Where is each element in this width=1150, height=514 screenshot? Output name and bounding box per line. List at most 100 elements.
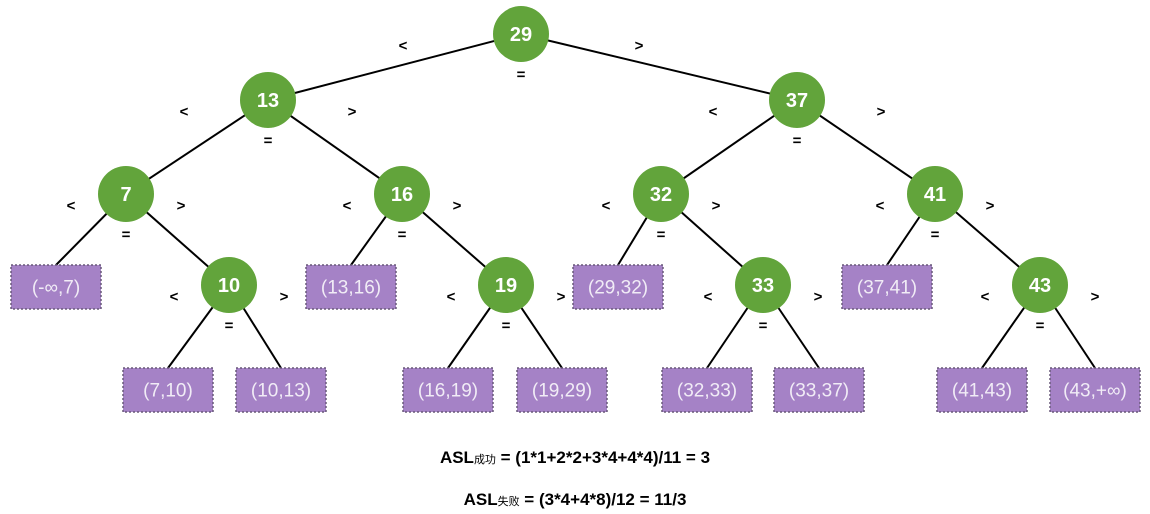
interval-leaf: (10,13) [235,367,327,413]
interval-leaf-box [572,264,664,310]
interval-leaf: (-∞,7) [10,264,102,310]
interval-leaf: (29,32) [572,264,664,310]
tree-node-circle [735,257,791,313]
less-than-symbol: < [399,38,408,55]
tree-node: 19 [478,257,534,313]
equal-symbol: = [502,318,511,335]
tree-node: 41 [907,166,963,222]
tree-node-label: 7 [120,184,131,206]
less-than-symbol: < [343,198,352,215]
interval-leaf: (32,33) [661,367,753,413]
asl-success-formula: ASL成功 = (1*1+2*2+3*4+4*4)/11 = 3 [0,448,1150,468]
interval-leaf-box [936,367,1028,413]
interval-leaf-label: (13,16) [321,278,381,299]
tree-node-label: 37 [786,90,808,112]
interval-leaf-label: (37,41) [857,278,917,299]
greater-than-symbol: > [177,198,186,215]
greater-than-symbol: > [712,198,721,215]
less-than-symbol: < [709,104,718,121]
tree-node-circle [1012,257,1068,313]
tree-node: 13 [240,72,296,128]
asl-fail-formula: ASL失败 = (3*4+4*8)/12 = 11/3 [0,490,1150,510]
tree-edge-n13-n7 [125,99,269,195]
tree-node: 16 [374,166,430,222]
interval-leaf-label: (29,32) [588,278,648,299]
less-than-symbol: < [180,104,189,121]
tree-edge-n29-n37 [520,33,798,101]
tree-node-label: 32 [650,184,672,206]
interval-leaf-label: (41,43) [952,381,1012,402]
equal-symbol: = [122,227,131,244]
greater-than-symbol: > [280,289,289,306]
less-than-symbol: < [602,198,611,215]
interval-leaf-box [10,264,102,310]
interval-leaf-label: (7,10) [143,381,193,402]
interval-leaf-box [122,367,214,413]
equal-symbol: = [398,227,407,244]
tree-node: 32 [633,166,689,222]
interval-leaf-box [402,367,494,413]
interval-leaf-box [1049,367,1141,413]
tree-node-label: 43 [1029,275,1051,297]
asl-success-subscript: 成功 [473,453,496,466]
asl-fail-expression: = (3*4+4*8)/12 = 11/3 [519,490,687,509]
less-than-symbol: < [876,198,885,215]
interval-leaf-box [235,367,327,413]
interval-leaf-box [305,264,397,310]
interval-leaf-box [841,264,933,310]
greater-than-symbol: > [814,289,823,306]
equal-symbol: = [931,227,940,244]
greater-than-symbol: > [1091,289,1100,306]
equal-symbol: = [657,227,666,244]
asl-success-expression: = (1*1+2*2+3*4+4*4)/11 = 3 [495,448,711,467]
interval-leaf-label: (43,+∞) [1063,381,1127,402]
tree-node-circle [98,166,154,222]
interval-leaf-label: (10,13) [251,381,311,402]
tree-node-circle [633,166,689,222]
tree-node: 37 [769,72,825,128]
tree-node-circle [374,166,430,222]
equal-symbol: = [264,133,273,150]
tree-node-label: 19 [495,275,517,297]
less-than-symbol: < [704,289,713,306]
tree-node-label: 16 [391,184,413,206]
tree-node-label: 29 [510,24,532,46]
tree-edge-n29-n13 [267,33,522,101]
interval-leaf: (7,10) [122,367,214,413]
asl-fail-prefix: ASL [463,490,498,509]
interval-leaf-label: (32,33) [677,381,737,402]
interval-leaf: (43,+∞) [1049,367,1141,413]
tree-node: 7 [98,166,154,222]
tree-node-circle [493,6,549,62]
interval-leaf: (16,19) [402,367,494,413]
tree-node-label: 13 [257,90,279,112]
tree-node: 33 [735,257,791,313]
interval-leaf: (13,16) [305,264,397,310]
asl-fail-subscript: 失败 [497,495,520,508]
tree-node: 10 [201,257,257,313]
interval-leaf: (37,41) [841,264,933,310]
greater-than-symbol: > [557,289,566,306]
interval-leaf-box [773,367,865,413]
equal-symbol: = [793,133,802,150]
greater-than-symbol: > [877,104,886,121]
interval-leaf: (33,37) [773,367,865,413]
less-than-symbol: < [170,289,179,306]
greater-than-symbol: > [635,38,644,55]
greater-than-symbol: > [453,198,462,215]
equal-symbol: = [1036,318,1045,335]
tree-node-circle [240,72,296,128]
equal-symbol: = [517,67,526,84]
less-than-symbol: < [447,289,456,306]
interval-leaf-label: (19,29) [532,381,592,402]
tree-node: 43 [1012,257,1068,313]
less-than-symbol: < [981,289,990,306]
tree-node-circle [201,257,257,313]
interval-leaf-label: (16,19) [418,381,478,402]
interval-leaf-box [516,367,608,413]
interval-leaf: (19,29) [516,367,608,413]
greater-than-symbol: > [986,198,995,215]
equal-symbol: = [225,318,234,335]
tree-node-circle [769,72,825,128]
